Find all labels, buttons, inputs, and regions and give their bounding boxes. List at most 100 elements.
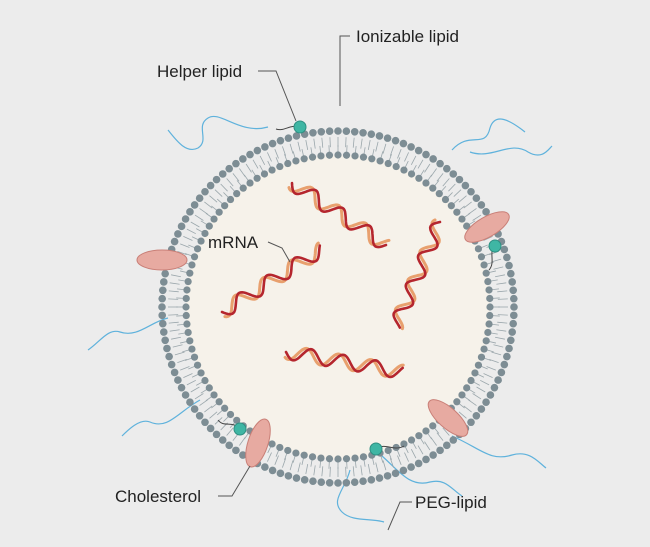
outer-head-group xyxy=(508,328,517,336)
lipid-tail xyxy=(180,243,190,248)
inner-head-group xyxy=(474,245,483,253)
lipid-tail xyxy=(375,462,379,473)
outer-head-group xyxy=(334,479,342,487)
lipid-tail xyxy=(493,344,504,348)
outer-head-group xyxy=(159,286,167,295)
inner-head-groups xyxy=(182,151,494,463)
lipid-tail xyxy=(204,405,213,413)
inner-head-group xyxy=(463,222,471,230)
lipid-tail xyxy=(190,221,200,228)
lipid-tail xyxy=(282,146,287,156)
cholesterol xyxy=(464,211,510,243)
lipid-tail xyxy=(491,258,502,263)
lipid-tail xyxy=(442,427,450,436)
outer-head-group xyxy=(195,412,204,420)
lipid-tail xyxy=(463,201,472,209)
outer-head-group xyxy=(195,194,204,202)
mrna-strand xyxy=(284,347,404,379)
inner-head-group xyxy=(477,353,486,361)
outer-head-group xyxy=(218,436,227,444)
lipid-tail xyxy=(436,432,444,441)
outer-head-group xyxy=(201,187,209,196)
label-peg-lipid: PEG-lipid xyxy=(415,493,487,512)
lipid-tail xyxy=(282,458,287,468)
inner-head-group xyxy=(221,202,229,210)
outer-head-group xyxy=(383,134,392,142)
outer-head-group xyxy=(467,187,475,196)
lipid-tail xyxy=(169,329,180,332)
lipid-tail xyxy=(417,159,424,169)
inner-head-group xyxy=(458,391,466,399)
inner-head-group xyxy=(193,245,202,253)
outer-head-group xyxy=(359,477,367,486)
outer-head-group xyxy=(206,181,215,190)
lipid-tail xyxy=(220,183,228,192)
lipid-tail xyxy=(305,139,309,150)
outer-head-group xyxy=(490,383,499,392)
outer-head-group xyxy=(212,175,221,184)
inner-head-group xyxy=(184,277,192,286)
outer-head-group xyxy=(367,130,376,138)
lipid-tail xyxy=(476,386,486,393)
outer-head-group xyxy=(505,261,513,270)
lipid-tail xyxy=(313,465,316,476)
inner-head-group xyxy=(210,215,218,223)
lipid-tail xyxy=(463,405,472,413)
inner-head-group xyxy=(342,151,351,159)
outer-head-group xyxy=(508,278,517,286)
outer-head-group xyxy=(422,455,430,464)
lipid-tail xyxy=(170,336,181,340)
outer-head-group xyxy=(309,128,317,137)
inner-head-group xyxy=(342,455,351,463)
inner-head-group xyxy=(308,153,317,161)
outer-head-group xyxy=(300,476,309,484)
inner-head-group xyxy=(215,208,223,216)
inner-head-group xyxy=(485,320,493,328)
lipid-tail xyxy=(360,138,363,149)
outer-head-group xyxy=(317,128,326,136)
lipid-tail xyxy=(186,379,196,386)
inner-head-group xyxy=(429,184,437,192)
inner-head-group xyxy=(334,455,342,463)
outer-head-group xyxy=(261,143,269,151)
cholesterol xyxy=(245,418,271,468)
lipid-tail xyxy=(397,149,402,159)
cholesterol-group xyxy=(136,211,510,468)
outer-head-group xyxy=(284,472,293,480)
outer-head-group xyxy=(292,132,301,140)
lipid-tail xyxy=(297,141,301,152)
outer-head-group xyxy=(186,208,194,216)
outer-head-group xyxy=(276,136,285,145)
inner-head-group xyxy=(486,311,494,320)
outer-head-group xyxy=(449,170,458,178)
peg-chain xyxy=(121,399,201,437)
outer-head-group xyxy=(477,201,486,209)
inner-head-group xyxy=(482,269,490,277)
lipid-tail xyxy=(352,137,355,148)
lipid-tail xyxy=(397,455,402,465)
lipid-tail xyxy=(489,358,499,363)
lipid-tail xyxy=(313,138,316,149)
inner-head-group xyxy=(415,432,423,440)
label-cholesterol: Cholesterol xyxy=(115,487,201,506)
inner-head-group xyxy=(317,152,325,160)
helper-lipid xyxy=(369,442,383,456)
inner-head-group xyxy=(184,328,192,337)
outer-head-group xyxy=(159,278,168,286)
peg-lipid-leader xyxy=(387,501,412,531)
lipid-tail xyxy=(226,178,234,187)
inner-head-group xyxy=(422,179,430,187)
outer-head-group xyxy=(503,253,511,262)
outer-head-group xyxy=(284,134,293,142)
outer-head-group xyxy=(436,446,444,455)
outer-head-group xyxy=(218,170,227,178)
mrna-strand-back xyxy=(223,241,320,319)
inner-head-group xyxy=(210,391,218,399)
inner-head-group xyxy=(325,151,334,159)
outer-head-group xyxy=(342,479,351,487)
lipid-tail xyxy=(168,290,179,293)
outer-head-group xyxy=(443,441,451,450)
outer-head-group xyxy=(174,376,182,384)
lipid-tail xyxy=(352,466,355,477)
inner-head-group xyxy=(429,422,437,430)
